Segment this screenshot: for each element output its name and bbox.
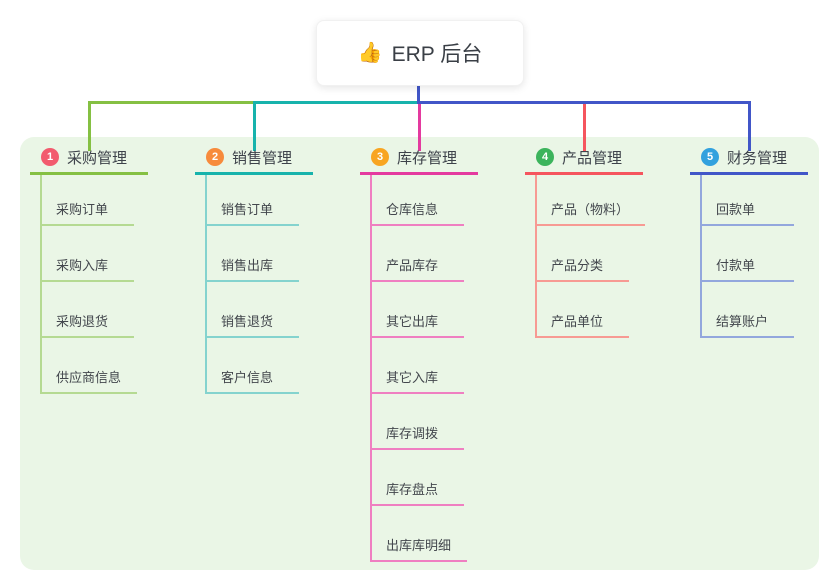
branch-children: 仓库信息产品库存其它出库其它入库库存调拨库存盘点出库库明细 [370, 175, 510, 562]
connector-line [748, 101, 751, 151]
connector-line [417, 84, 420, 104]
branch-label: 采购管理 [67, 149, 128, 167]
child-node[interactable]: 产品（物料） [537, 175, 646, 226]
branch-header-4[interactable]: 4 产品管理 [525, 148, 643, 175]
child-node[interactable]: 销售退货 [207, 282, 299, 338]
connector-line [88, 101, 91, 151]
child-node[interactable]: 库存盘点 [372, 450, 464, 506]
branch-label: 销售管理 [232, 149, 293, 167]
root-node-title: ERP 后台 [391, 43, 483, 66]
branch-column-2: 2 销售管理 销售订单销售出库销售退货客户信息 [195, 148, 345, 394]
branch-column-3: 3 库存管理 仓库信息产品库存其它出库其它入库库存调拨库存盘点出库库明细 [360, 148, 510, 562]
child-node[interactable]: 销售出库 [207, 226, 299, 282]
connector-line [253, 101, 256, 151]
child-node[interactable]: 库存调拨 [372, 394, 464, 450]
child-node[interactable]: 仓库信息 [372, 175, 464, 226]
child-node[interactable]: 采购订单 [42, 175, 134, 226]
child-node[interactable]: 供应商信息 [42, 338, 138, 394]
connector-line [253, 101, 420, 104]
branch-number-badge: 4 [536, 148, 554, 166]
child-node[interactable]: 产品库存 [372, 226, 464, 282]
connector-line [583, 101, 586, 151]
child-node[interactable]: 出库库明细 [372, 506, 468, 562]
branch-column-5: 5 财务管理 回款单付款单结算账户 [690, 148, 839, 338]
child-node[interactable]: 结算账户 [702, 282, 794, 338]
branch-number-badge: 2 [206, 148, 224, 166]
branch-header-2[interactable]: 2 销售管理 [195, 148, 313, 175]
child-node[interactable]: 采购退货 [42, 282, 134, 338]
branch-children: 回款单付款单结算账户 [700, 175, 839, 338]
branch-children: 销售订单销售出库销售退货客户信息 [205, 175, 345, 394]
child-node[interactable]: 付款单 [702, 226, 794, 282]
branch-number-badge: 1 [41, 148, 59, 166]
branch-column-4: 4 产品管理 产品（物料）产品分类产品单位 [525, 148, 675, 338]
branch-header-3[interactable]: 3 库存管理 [360, 148, 478, 175]
child-node[interactable]: 客户信息 [207, 338, 299, 394]
mindmap-panel [20, 137, 819, 570]
thumbs-up-icon: 👍 [357, 42, 383, 64]
child-node[interactable]: 其它入库 [372, 338, 464, 394]
branch-label: 产品管理 [562, 149, 623, 167]
branch-label: 库存管理 [397, 149, 458, 167]
child-node[interactable]: 采购入库 [42, 226, 134, 282]
branch-header-1[interactable]: 1 采购管理 [30, 148, 148, 175]
child-node[interactable]: 其它出库 [372, 282, 464, 338]
child-node[interactable]: 产品分类 [537, 226, 629, 282]
connector-line [417, 101, 751, 104]
connector-line [418, 101, 421, 151]
child-node[interactable]: 产品单位 [537, 282, 629, 338]
branch-children: 产品（物料）产品分类产品单位 [535, 175, 675, 338]
branch-children: 采购订单采购入库采购退货供应商信息 [40, 175, 180, 394]
child-node[interactable]: 销售订单 [207, 175, 299, 226]
branch-column-1: 1 采购管理 采购订单采购入库采购退货供应商信息 [30, 148, 180, 394]
branch-number-badge: 3 [371, 148, 389, 166]
branch-header-5[interactable]: 5 财务管理 [690, 148, 808, 175]
child-node[interactable]: 回款单 [702, 175, 794, 226]
branch-label: 财务管理 [727, 149, 788, 167]
branch-number-badge: 5 [701, 148, 719, 166]
root-node-erp[interactable]: 👍 ERP 后台 [316, 20, 524, 86]
